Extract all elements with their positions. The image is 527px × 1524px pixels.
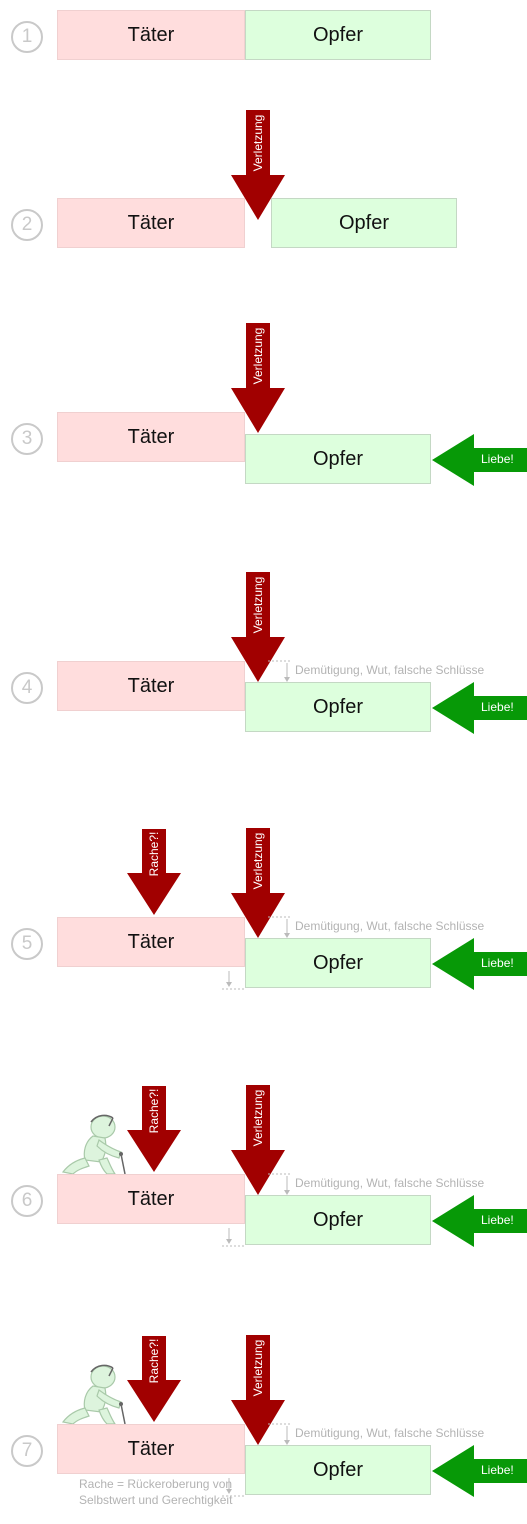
verletzung-label: Verletzung	[251, 832, 265, 890]
rise-marker	[222, 1478, 244, 1497]
step-number: 3	[11, 423, 43, 455]
taeter-box: Täter	[57, 661, 245, 711]
opfer-box: Opfer	[245, 682, 431, 732]
liebe-label: Liebe!	[481, 452, 514, 466]
climbing-figure-icon	[61, 1114, 126, 1175]
taeter-box: Täter	[57, 10, 245, 60]
rache-arrow	[127, 1086, 181, 1172]
rise-marker	[222, 1228, 244, 1247]
liebe-arrow	[432, 1195, 527, 1247]
verletzung-label: Verletzung	[251, 1089, 265, 1147]
verletzung-arrow	[231, 572, 285, 682]
step-number: 7	[11, 1435, 43, 1467]
opfer-box: Opfer	[245, 10, 431, 60]
verletzung-label: Verletzung	[251, 114, 265, 172]
verletzung-arrow	[231, 323, 285, 433]
step-number: 5	[11, 928, 43, 960]
opfer-box: Opfer	[245, 434, 431, 484]
rache-arrow	[127, 829, 181, 915]
verletzung-arrow	[231, 1335, 285, 1445]
liebe-label: Liebe!	[481, 700, 514, 714]
taeter-box: Täter	[57, 412, 245, 462]
demuetigung-note: Demütigung, Wut, falsche Schlüsse	[295, 1426, 485, 1440]
verletzung-label: Verletzung	[251, 327, 265, 385]
rache-explanation-note: Rache = Rückeroberung von Selbstwert und…	[79, 1477, 233, 1507]
rache-label: Rache?!	[147, 831, 161, 877]
step-number: 1	[11, 21, 43, 53]
sink-marker	[268, 916, 292, 938]
taeter-box: Täter	[57, 1174, 245, 1224]
liebe-arrow	[432, 434, 527, 486]
sink-marker	[268, 660, 292, 682]
liebe-arrow	[432, 1445, 527, 1497]
verletzung-label: Verletzung	[251, 1339, 265, 1397]
rise-marker	[222, 971, 244, 990]
opfer-box: Opfer	[245, 938, 431, 988]
opfer-box: Opfer	[245, 1445, 431, 1495]
liebe-label: Liebe!	[481, 1463, 514, 1477]
taeter-box: Täter	[57, 1424, 245, 1474]
rache-label: Rache?!	[147, 1338, 161, 1384]
verletzung-arrow	[231, 828, 285, 938]
step-number: 2	[11, 209, 43, 241]
liebe-arrow	[432, 938, 527, 990]
verletzung-label: Verletzung	[251, 576, 265, 634]
opfer-box: Opfer	[271, 198, 457, 248]
rache-arrow	[127, 1336, 181, 1422]
taeter-box: Täter	[57, 198, 245, 248]
demuetigung-note: Demütigung, Wut, falsche Schlüsse	[295, 1176, 485, 1190]
liebe-label: Liebe!	[481, 956, 514, 970]
demuetigung-note: Demütigung, Wut, falsche Schlüsse	[295, 663, 485, 677]
liebe-arrow	[432, 682, 527, 734]
sink-marker	[268, 1423, 292, 1445]
rache-label: Rache?!	[147, 1088, 161, 1134]
verletzung-arrow	[231, 1085, 285, 1195]
step-number: 4	[11, 672, 43, 704]
sink-marker	[268, 1173, 292, 1195]
demuetigung-note: Demütigung, Wut, falsche Schlüsse	[295, 919, 485, 933]
opfer-box: Opfer	[245, 1195, 431, 1245]
liebe-label: Liebe!	[481, 1213, 514, 1227]
taeter-box: Täter	[57, 917, 245, 967]
verletzung-arrow	[231, 110, 285, 220]
climbing-figure-icon	[61, 1364, 126, 1425]
step-number: 6	[11, 1185, 43, 1217]
